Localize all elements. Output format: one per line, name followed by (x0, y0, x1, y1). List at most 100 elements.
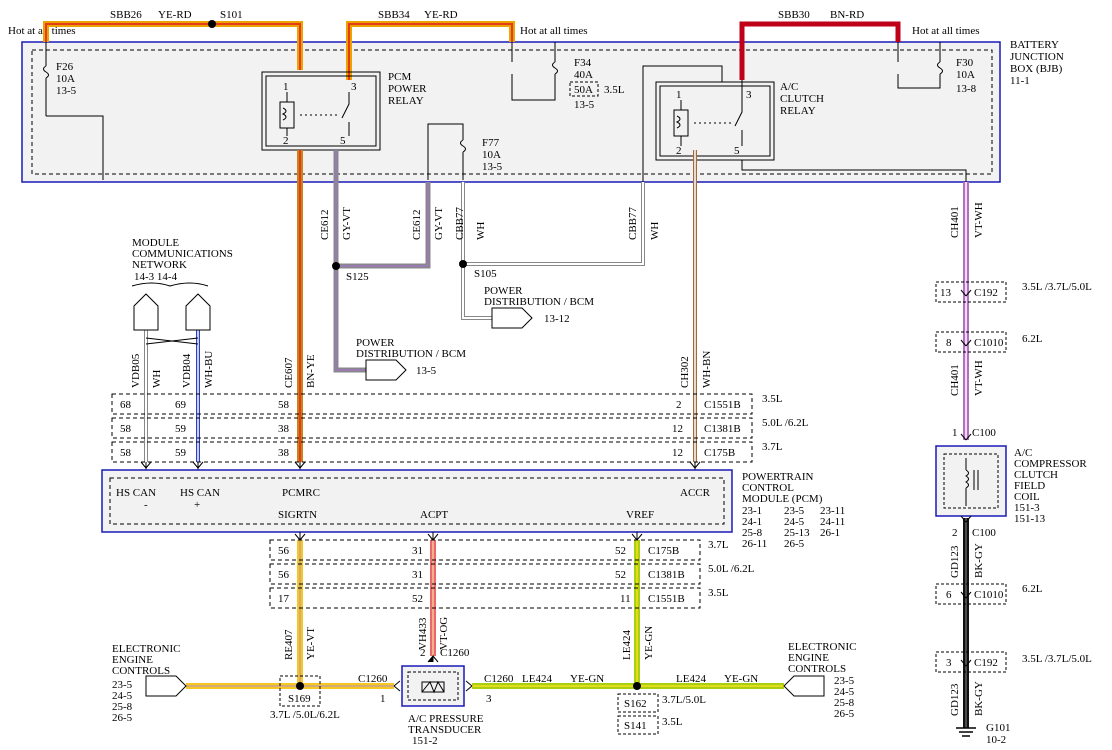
eec-left-title-2: ENGINE (112, 654, 153, 666)
eec-left-title-3: CONTROLS (112, 665, 170, 677)
pcm-relay-pin-5: 5 (340, 135, 346, 147)
arrow-pin-pcmrc (294, 461, 306, 469)
sbb30-id: SBB30 (778, 9, 810, 21)
svg-text:3: 3 (946, 657, 952, 669)
ch401a-id: CH401 (949, 206, 961, 238)
c100-top-label: C100 (972, 427, 996, 439)
eec-left-title-1: ELECTRONIC (112, 643, 180, 655)
bjb-title: BATTERY JUNCTION BOX (BJB) 11-1 (1010, 39, 1064, 87)
s162-label: S162 (624, 698, 647, 710)
svg-text:C1381B: C1381B (648, 569, 685, 581)
c192-upper: 13 C192 3.5L /3.7L/5.0L (935, 281, 1092, 303)
svg-text:5.0L /6.2L: 5.0L /6.2L (762, 417, 809, 429)
svg-text:C1010: C1010 (974, 589, 1004, 601)
f26-label: F26 (56, 61, 74, 73)
pcm-relay-pin-1: 1 (283, 81, 289, 93)
le424-id: LE424 (621, 630, 633, 660)
c100-bottom-label: C100 (972, 527, 996, 539)
g101-label: G101 (986, 722, 1010, 734)
transducer-pin-3: 3 (486, 693, 492, 705)
cbb77b-col: WH (649, 222, 661, 240)
svg-text:151-13: 151-13 (1014, 513, 1046, 525)
svg-text:3.5L /3.7L/5.0L: 3.5L /3.7L/5.0L (1022, 281, 1092, 293)
s141-box (617, 715, 659, 735)
g101-ref: 10-2 (986, 734, 1006, 746)
splice-s162 (633, 682, 641, 690)
pd-a-title-2: DISTRIBUTION / BCM (484, 296, 594, 308)
vdb05-id: VDB05 (130, 353, 142, 388)
ac-relay-feed (642, 65, 723, 182)
svg-text:26-1: 26-1 (820, 527, 840, 539)
svg-text:6.2L: 6.2L (1022, 333, 1043, 345)
pcm-relay-pin-3: 3 (351, 81, 357, 93)
pcm-row-2: 58 59 38 12 C1381B 5.0L /6.2L (120, 417, 809, 435)
c1260-right: C1260 (484, 673, 514, 685)
pcm-connector-rows-lower (269, 539, 701, 609)
c100-bottom-pin: 2 (952, 527, 958, 539)
arrow-transducer-pin-1 (393, 680, 401, 692)
c1010-upper: 8 C1010 6.2L (935, 331, 1043, 353)
ch302-col: WH-BN (701, 351, 713, 388)
le424h2-col: YE-GN (724, 673, 758, 685)
ch401a-col: VT-WH (973, 202, 985, 238)
ac-relay-title-2: CLUTCH (780, 93, 824, 105)
svg-text:BOX (BJB): BOX (BJB) (1010, 63, 1063, 75)
pcm-lower-row-3: 17 52 11 C1551B 3.5L (278, 587, 729, 605)
eec-right-title-3: CONTROLS (788, 663, 846, 675)
gd123b-col: BK-GY (973, 681, 985, 716)
mcn-brace (131, 282, 209, 287)
svg-text:3.7L: 3.7L (762, 441, 783, 453)
svg-text:12: 12 (672, 447, 683, 459)
svg-text:52: 52 (615, 545, 626, 557)
svg-text:C1381B: C1381B (704, 423, 741, 435)
pd-b-title-2: DISTRIBUTION / BCM (356, 348, 466, 360)
pcm-title-2: CONTROL (742, 482, 794, 494)
pcm-row-1: 68 69 58 2 C1551B 3.5L (120, 393, 783, 411)
ac-relay-output (741, 160, 967, 182)
arrow-c100-top (960, 433, 972, 441)
svg-text:52: 52 (615, 569, 626, 581)
mcn-title-3: NETWORK (132, 259, 187, 271)
svg-text:58: 58 (120, 447, 132, 459)
eec-right-connector (783, 675, 825, 697)
svg-text:59: 59 (175, 447, 187, 459)
sbb30-color: BN-RD (830, 9, 864, 21)
mcn-refs: 14-3 14-4 (134, 271, 178, 283)
svg-text:59: 59 (175, 423, 187, 435)
svg-text:8: 8 (946, 337, 952, 349)
svg-text:FIELD: FIELD (1014, 480, 1045, 492)
power-distribution-bcm-connector-b (365, 359, 407, 381)
c1010-lower: 6 C1010 6.2L (935, 583, 1043, 605)
ce607-col: BN-YE (305, 354, 317, 388)
s125-label: S125 (346, 271, 369, 283)
pcm-relay-title-3: RELAY (388, 95, 424, 107)
svg-text:3.5L: 3.5L (762, 393, 783, 405)
svg-text:3.5L /3.7L/5.0L: 3.5L /3.7L/5.0L (1022, 653, 1092, 665)
svg-text:A/C: A/C (1014, 447, 1032, 459)
twisted-pair-icon (145, 337, 199, 345)
pcm-minus: - (144, 499, 148, 511)
ac-relay-title-3: RELAY (780, 105, 816, 117)
wire-cbb77 (459, 182, 645, 320)
svg-text:23-5: 23-5 (784, 505, 805, 517)
pd-b-ref: 13-5 (416, 365, 437, 377)
fuse-f34 (511, 42, 558, 101)
f34-ref: 13-5 (574, 99, 595, 111)
cbb77b-id: CBB77 (627, 206, 639, 240)
f34-engine: 3.5L (604, 84, 625, 96)
pcm-lower-row-2: 56 31 52 C1381B 5.0L /6.2L (278, 563, 755, 581)
cbb77a-id: CBB77 (454, 206, 466, 240)
c1260-left: C1260 (358, 673, 388, 685)
pcm-accr: ACCR (680, 487, 711, 499)
pcm-title-1: POWERTRAIN (742, 471, 814, 483)
svg-text:CLUTCH: CLUTCH (1014, 469, 1058, 481)
svg-text:25-13: 25-13 (784, 527, 810, 539)
svg-text:24-1: 24-1 (742, 516, 762, 528)
f34-alt-rating: 50A (574, 84, 593, 96)
fuse-f26 (43, 42, 104, 180)
le424h2-id: LE424 (676, 673, 706, 685)
eec-left-connector (145, 675, 187, 697)
arrow-pin-hscan-minus (140, 461, 152, 469)
pcm-acpt: ACPT (420, 509, 448, 521)
battery-junction-box (21, 41, 1001, 183)
